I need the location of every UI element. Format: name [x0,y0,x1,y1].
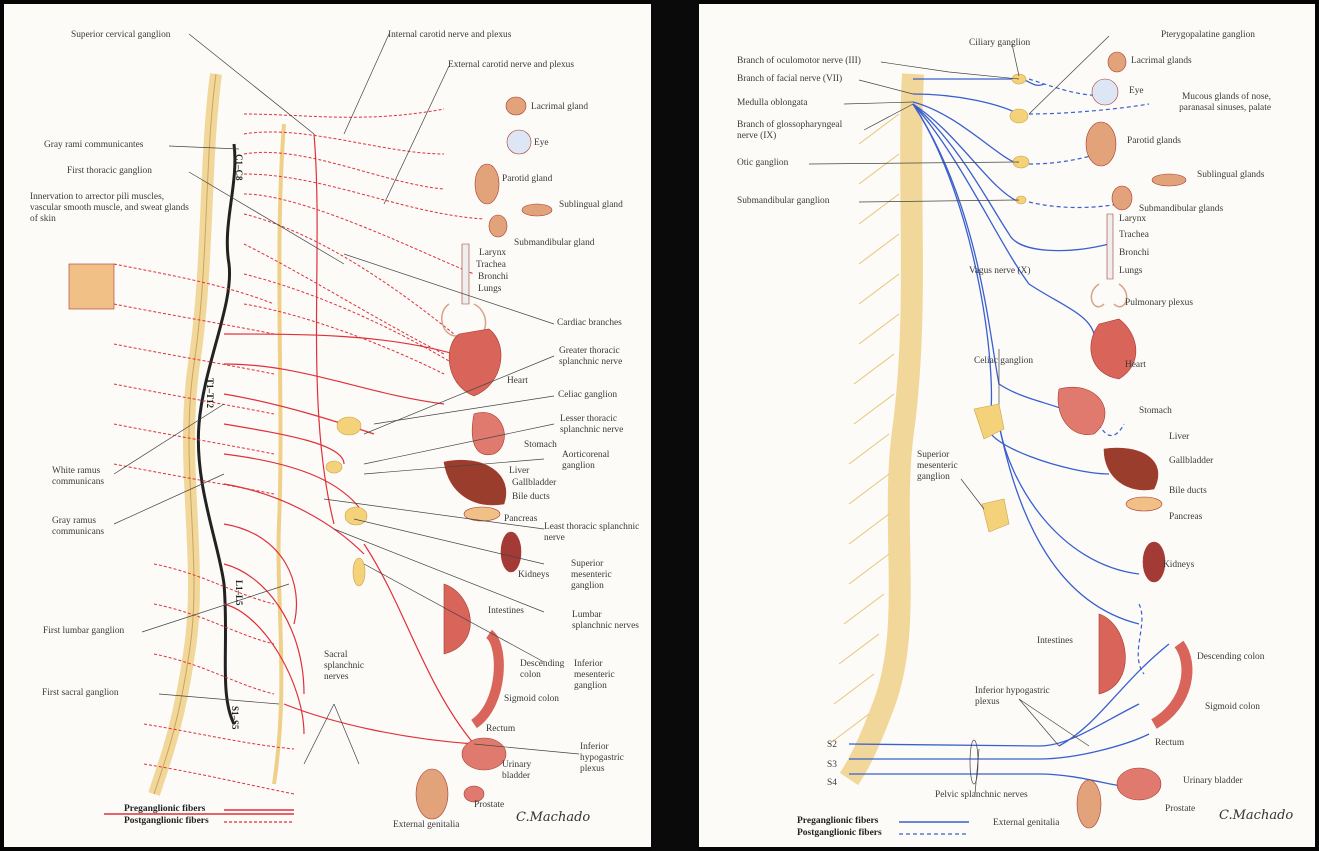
superior-cervical-ganglion-label: Superior cervical ganglion [71,30,170,41]
artist-signature: C.Machado [516,810,590,825]
oculomotor-label: Branch of oculomotor nerve (III) [737,56,861,67]
sympathetic-page: Superior cervical ganglion Internal caro… [4,4,651,847]
right-kidneys-label: Kidneys [1163,560,1194,571]
pulmonary-plexus-label: Pulmonary plexus [1125,298,1193,309]
right-intestines-label: Intestines [1037,636,1073,647]
rectum-label: Rectum [486,724,515,735]
right-inferior-hypogastric-label: Inferior hypogastric plexus [975,686,1057,708]
mucous-glands-label: Mucous glands of nose, paranasal sinuses… [1171,92,1271,114]
right-sigmoid-colon-label: Sigmoid colon [1205,702,1260,713]
segment-s1s5: S1–S5 [230,706,240,730]
right-legend-preganglionic: Preganglionic fibers [797,816,878,826]
aorticorenal-label: Aorticorenal ganglion [562,450,642,472]
otic-ganglion-label: Otic ganglion [737,158,788,169]
urinary-bladder-label: Urinary bladder [502,760,552,782]
right-lungs-label: Lungs [1119,266,1142,277]
right-stomach-label: Stomach [1139,406,1172,417]
right-rectum-label: Rectum [1155,738,1184,749]
lacrimal-glands-label: Lacrimal glands [1131,56,1192,67]
first-sacral-label: First sacral ganglion [42,688,119,699]
sublingual-gland-label: Sublingual gland [559,200,623,211]
sublingual-glands-label: Sublingual glands [1197,170,1264,181]
trachea-label: Trachea [476,260,506,271]
external-carotid-label: External carotid nerve and plexus [448,60,574,71]
least-thoracic-label: Least thoracic splanchnic nerve [544,522,644,544]
book-gutter [651,0,699,851]
right-external-genitalia-label: External genitalia [993,818,1059,829]
bile-ducts-label: Bile ducts [512,492,550,503]
segment-c1c8: C1–C8 [234,154,244,181]
right-gallbladder-label: Gallbladder [1169,456,1213,467]
right-celiac-label: Celiac ganglion [974,356,1033,367]
superior-mesenteric-label: Superior mesenteric ganglion [571,559,641,592]
celiac-ganglion-label: Celiac ganglion [558,390,617,401]
larynx-label: Larynx [479,248,506,259]
stomach-label: Stomach [524,440,557,451]
sacral-splanchnic-label: Sacral splanchnic nerves [324,650,379,683]
right-larynx-label: Larynx [1119,214,1146,225]
label-s3: S3 [827,760,837,771]
intestines-label: Intestines [488,606,524,617]
descending-colon-label: Descending colon [520,659,572,681]
sympathetic-illustration [4,4,651,847]
eye-label: Eye [534,138,549,149]
legend-postganglionic: Postganglionic fibers [124,816,209,826]
external-genitalia-label: External genitalia [393,820,459,831]
submandibular-gland-label: Submandibular gland [514,238,594,249]
cardiac-branches-label: Cardiac branches [557,318,622,329]
right-liver-label: Liver [1169,432,1189,443]
parotid-glands-label: Parotid glands [1127,136,1181,147]
prostate-label: Prostate [474,800,504,811]
pancreas-label: Pancreas [504,514,537,525]
segment-l1l5: L1–L5 [234,580,244,606]
gray-rami-label: Gray rami communicantes [44,140,143,151]
right-trachea-label: Trachea [1119,230,1149,241]
lumbar-splanchnic-label: Lumbar splanchnic nerves [572,610,642,632]
white-ramus-label: White ramus communicans [52,466,122,488]
right-urinary-bladder-label: Urinary bladder [1183,776,1243,787]
right-bile-ducts-label: Bile ducts [1169,486,1207,497]
internal-carotid-label: Internal carotid nerve and plexus [388,30,511,41]
lungs-label: Lungs [478,284,501,295]
first-thoracic-ganglion-label: First thoracic ganglion [67,166,152,177]
bronchi-label: Bronchi [478,272,508,283]
right-eye-label: Eye [1129,86,1144,97]
legend-preganglionic: Preganglionic fibers [124,804,205,814]
heart-label: Heart [507,376,528,387]
medulla-label: Medulla oblongata [737,98,808,109]
parasympathetic-page: Branch of oculomotor nerve (III) Branch … [699,4,1315,847]
right-heart-label: Heart [1125,360,1146,371]
right-pancreas-label: Pancreas [1169,512,1202,523]
right-descending-colon-label: Descending colon [1197,652,1264,663]
right-prostate-label: Prostate [1165,804,1195,815]
right-legend-postganglionic: Postganglionic fibers [797,828,882,838]
parotid-gland-label: Parotid gland [502,174,552,185]
first-lumbar-label: First lumbar ganglion [43,626,124,637]
label-s4: S4 [827,778,837,789]
inferior-hypogastric-label: Inferior hypogastric plexus [580,742,644,775]
lesser-thoracic-label: Lesser thoracic splanchnic nerve [560,414,650,436]
pterygopalatine-label: Pterygopalatine ganglion [1161,30,1255,41]
innervation-label: Innervation to arrector pili muscles, va… [30,192,195,225]
pelvic-splanchnic-label: Pelvic splanchnic nerves [935,790,1028,801]
segment-t1t12: T1–T12 [205,378,215,408]
glossopharyngeal-label: Branch of glossopharyngeal nerve (IX) [737,120,862,142]
greater-thoracic-label: Greater thoracic splanchnic nerve [559,346,649,368]
sigmoid-colon-label: Sigmoid colon [504,694,559,705]
right-superior-mesenteric-label: Superior mesenteric ganglion [917,450,973,483]
right-bronchi-label: Bronchi [1119,248,1149,259]
facial-label: Branch of facial nerve (VII) [737,74,842,85]
gallbladder-label: Gallbladder [512,478,556,489]
submandibular-ganglion-label: Submandibular ganglion [737,196,829,207]
label-s2: S2 [827,740,837,751]
ciliary-ganglion-label: Ciliary ganglion [969,38,1030,49]
submandibular-glands-label: Submandibular glands [1139,204,1223,215]
gray-ramus-label: Gray ramus communicans [52,516,124,538]
vagus-label: Vagus nerve (X) [969,266,1030,277]
liver-label: Liver [509,466,529,477]
kidneys-label: Kidneys [518,570,549,581]
lacrimal-gland-label: Lacrimal gland [531,102,588,113]
inferior-mesenteric-label: Inferior mesenteric ganglion [574,659,638,692]
right-artist-signature: C.Machado [1219,808,1293,823]
